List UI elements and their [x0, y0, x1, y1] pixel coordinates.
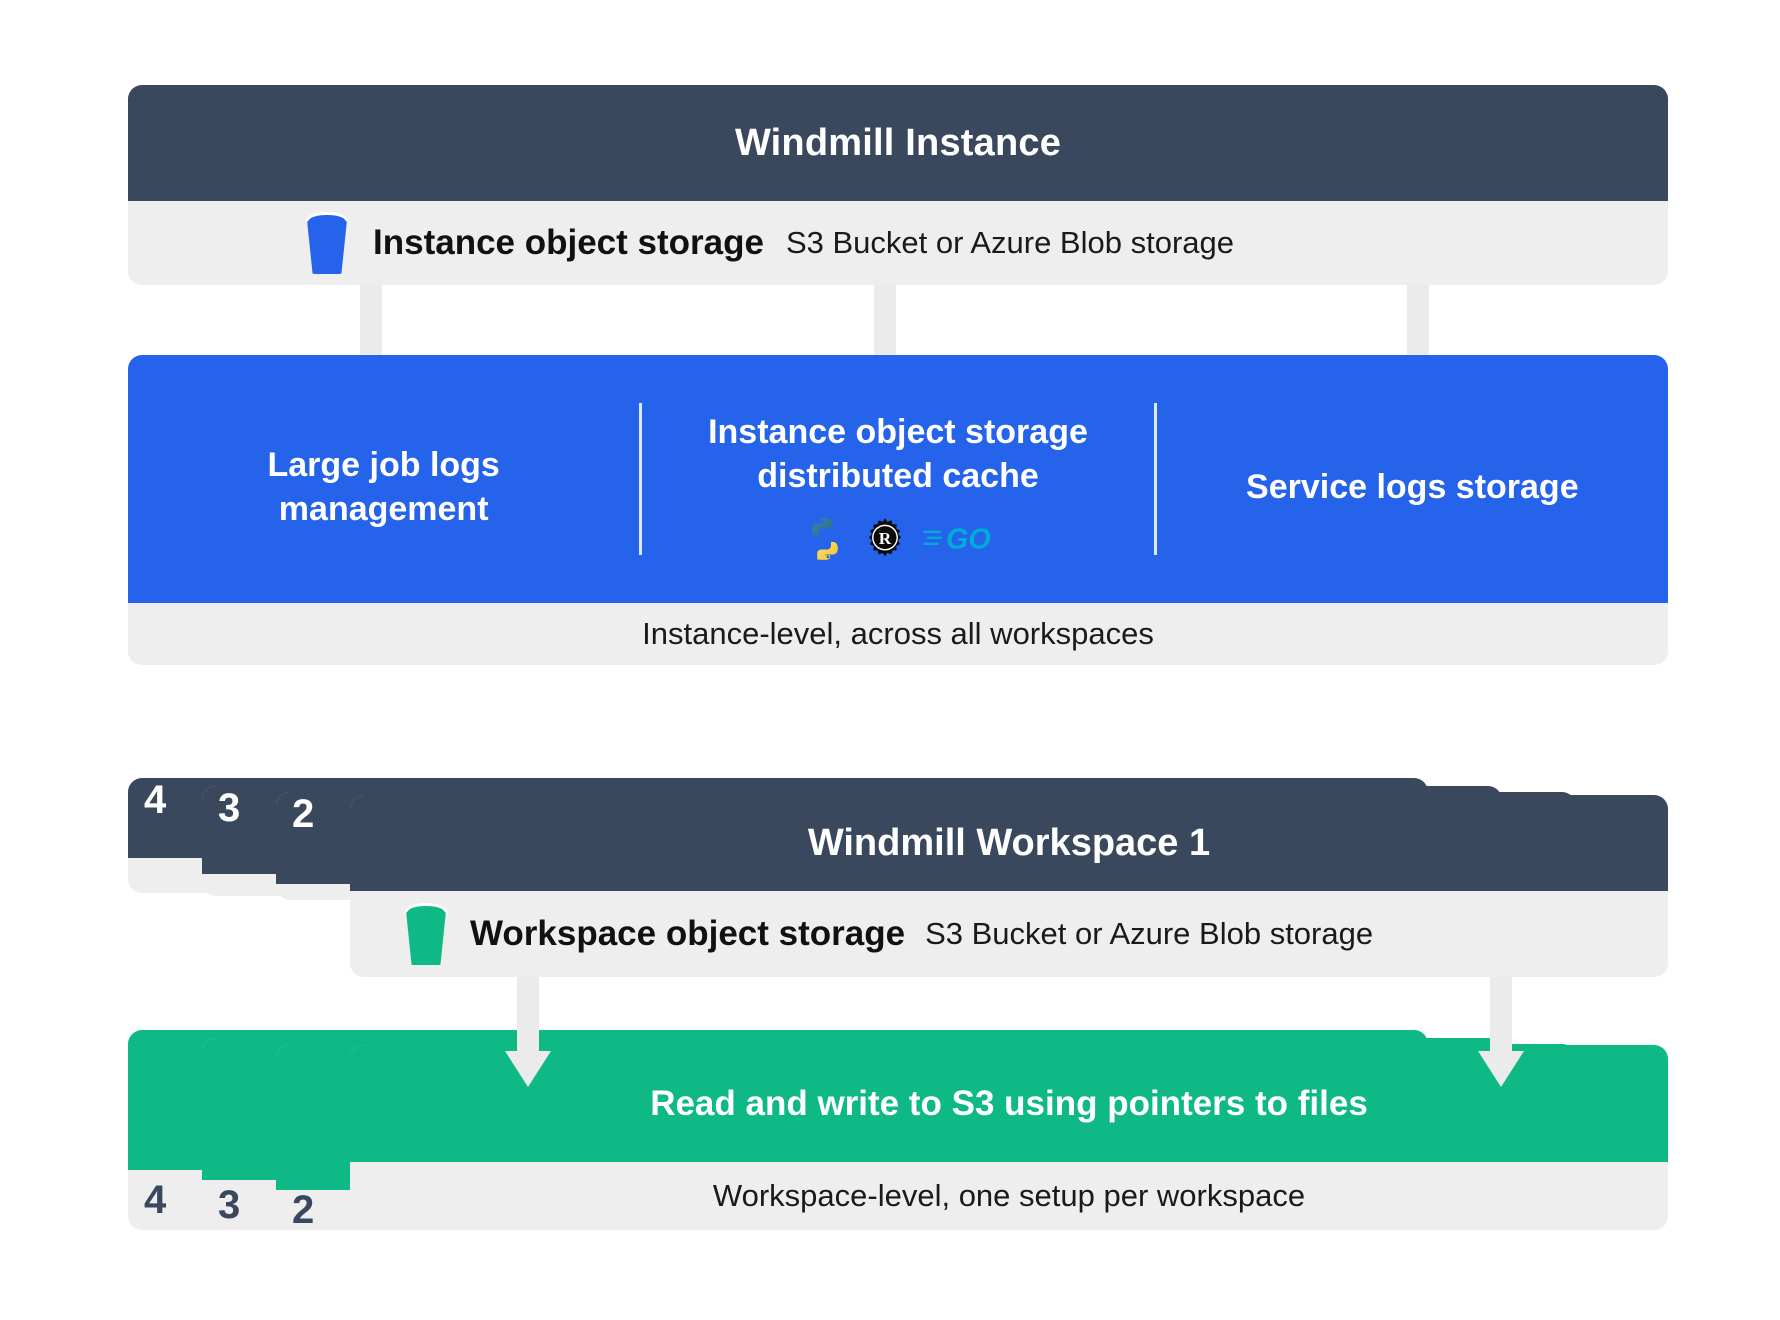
bucket-icon [402, 903, 450, 965]
arrow-to-read-write-left [505, 977, 551, 1087]
usage-card: Read and write to S3 using pointers to f… [350, 1045, 1668, 1230]
workspace-storage-label: Workspace object storage [470, 914, 906, 953]
feature-divider [1153, 403, 1157, 555]
instance-features-card: Large job logs management Instance objec… [128, 355, 1668, 665]
workspace-stack-number: 4 [144, 778, 167, 822]
bucket-icon [303, 212, 351, 274]
svg-text:R: R [879, 529, 892, 548]
feature-title: Instance object storage distributed cach… [708, 413, 1088, 495]
feature-divider [639, 403, 643, 555]
instance-storage-row: Instance object storage S3 Bucket or Azu… [128, 201, 1668, 285]
feature-title: Service logs storage [1246, 468, 1579, 507]
go-icon: GO [923, 523, 991, 555]
language-icons: R GO [802, 513, 994, 565]
usage-headline: Read and write to S3 using pointers to f… [350, 1045, 1668, 1162]
instance-features-row: Large job logs management Instance objec… [128, 355, 1668, 603]
usage-footer: Workspace-level, one setup per workspace [350, 1162, 1668, 1230]
python-icon [812, 517, 838, 560]
workspace-title: Windmill Workspace 1 [350, 795, 1668, 891]
usage-stack-number: 2 [292, 1187, 315, 1231]
feature-large-job-logs: Large job logs management [128, 355, 639, 603]
svg-text:GO: GO [946, 523, 991, 555]
feature-service-logs: Service logs storage [1157, 355, 1668, 603]
workspace-stack-number: 3 [218, 786, 241, 830]
instance-card: Windmill Instance Instance object storag… [128, 85, 1668, 285]
workspace-card: Windmill Workspace 1 Workspace object st… [350, 795, 1668, 977]
workspace-storage-row: Workspace object storage S3 Bucket or Az… [350, 891, 1668, 977]
rust-icon: R [868, 517, 902, 556]
feature-distributed-cache: Instance object storage distributed cach… [642, 355, 1153, 603]
usage-stack-number: 4 [144, 1177, 167, 1222]
workspace-storage-sublabel: S3 Bucket or Azure Blob storage [925, 916, 1374, 951]
instance-features-footer: Instance-level, across all workspaces [128, 603, 1668, 665]
arrow-to-read-write-right [1478, 977, 1524, 1087]
workspace-stack-number: 2 [292, 792, 315, 836]
instance-storage-label: Instance object storage [373, 223, 764, 262]
instance-title: Windmill Instance [128, 85, 1668, 201]
feature-title: Large job logs management [267, 446, 500, 528]
instance-storage-sublabel: S3 Bucket or Azure Blob storage [785, 225, 1234, 260]
usage-stack-number: 3 [218, 1182, 241, 1227]
